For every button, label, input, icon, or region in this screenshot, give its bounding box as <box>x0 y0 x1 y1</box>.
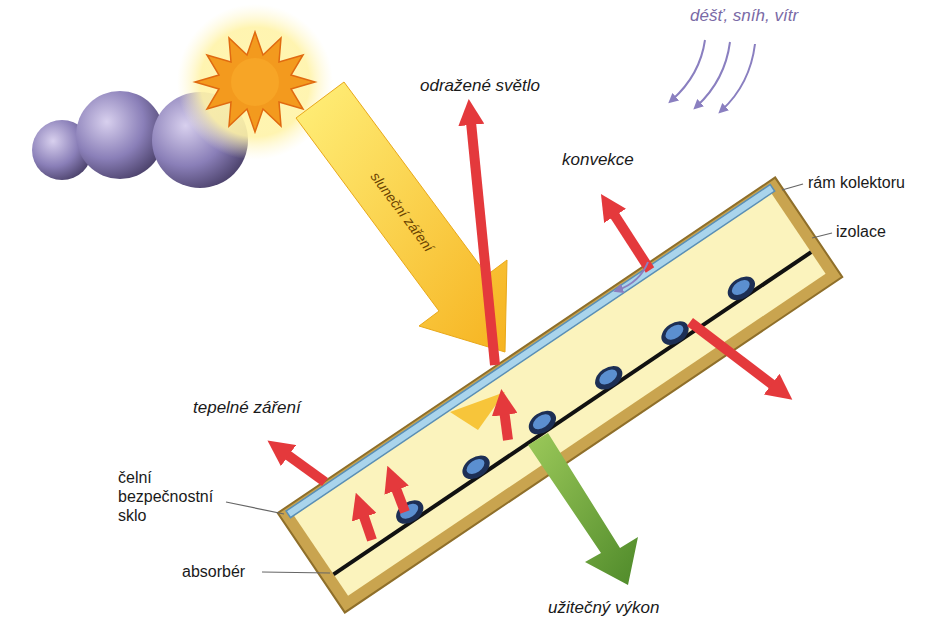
weather-label: déšť, sníh, vítr <box>690 6 798 26</box>
absorber-tube <box>458 451 494 484</box>
absorber-tube <box>723 272 759 305</box>
absorber-tube <box>657 316 693 349</box>
part-label: rám kolektoru <box>808 173 905 192</box>
part-label: absorbér <box>182 562 245 581</box>
absorber-tube <box>591 361 627 394</box>
arrow-label: tepelné záření <box>193 398 301 418</box>
inner-reflection <box>450 392 505 430</box>
weather-arrows <box>618 40 755 290</box>
absorber-tube <box>524 406 560 439</box>
arrow-label: konvekce <box>562 150 634 170</box>
part-label: izolace <box>836 222 886 241</box>
useful-output-arrow <box>528 433 638 585</box>
absorber-tube <box>729 277 752 298</box>
absorber-tube <box>464 456 487 477</box>
arrow-label: odražené světlo <box>420 76 540 96</box>
absorber-tube <box>663 322 686 343</box>
heat-arrows <box>278 112 782 540</box>
arrow-label: užitečný výkon <box>548 598 660 618</box>
absorber-tube <box>597 366 620 387</box>
part-label: čelní bezpečnostní sklo <box>118 468 226 526</box>
absorber-tube <box>530 411 553 432</box>
solar-collector <box>278 177 843 612</box>
leader-lines <box>226 184 832 573</box>
